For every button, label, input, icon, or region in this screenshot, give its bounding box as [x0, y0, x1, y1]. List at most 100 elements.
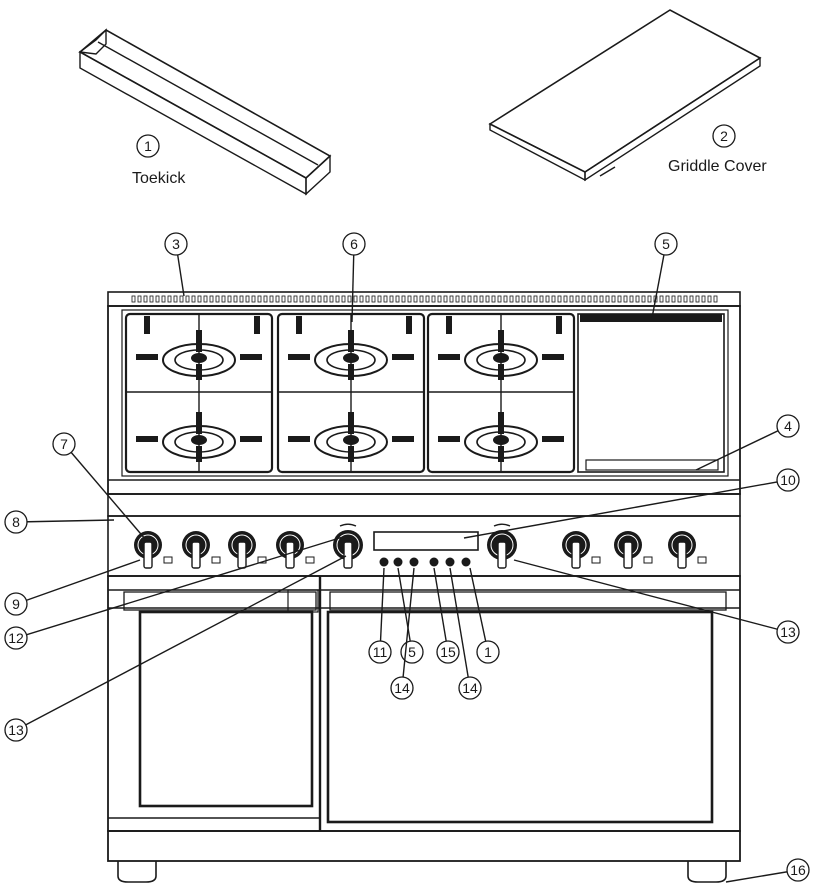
callout-number: 13	[8, 722, 24, 738]
vent-slot	[629, 295, 634, 303]
vent-slot	[533, 295, 538, 303]
vent-slot	[425, 295, 430, 303]
vent-slot	[443, 295, 448, 303]
vent-slot	[143, 295, 148, 303]
vent-slot	[353, 295, 358, 303]
vent-slot	[677, 295, 682, 303]
vent-slot	[605, 295, 610, 303]
vent-slot	[287, 295, 292, 303]
vent-slot	[377, 295, 382, 303]
callout-accessory-2: 2	[712, 124, 736, 148]
control-button	[393, 557, 403, 567]
vent-slot	[611, 295, 616, 303]
vent-slot	[215, 295, 220, 303]
control-knob	[134, 531, 173, 569]
vent-slot	[641, 295, 646, 303]
vent-slot	[323, 295, 328, 303]
control-knob	[333, 523, 363, 569]
vent-slot	[185, 295, 190, 303]
vent-slot	[593, 295, 598, 303]
vent-slot	[437, 295, 442, 303]
vent-slot	[623, 295, 628, 303]
callout: 10	[463, 468, 800, 539]
callout: 3	[164, 232, 188, 297]
vent-slot	[497, 295, 502, 303]
callout: 6	[342, 232, 366, 323]
callout: 8	[4, 510, 115, 534]
vent-slot	[509, 295, 514, 303]
callout-number: 4	[784, 418, 792, 434]
vent-slot	[479, 295, 484, 303]
callout: 9	[4, 559, 141, 616]
burner	[288, 412, 414, 462]
callout-number: 12	[8, 630, 24, 646]
burner-grates	[124, 312, 576, 474]
vent-slot	[599, 295, 604, 303]
callout: 14	[449, 567, 482, 700]
vent-slot	[575, 295, 580, 303]
callout-number: 10	[780, 472, 796, 488]
vent-slot	[671, 295, 676, 303]
vent-slot	[371, 295, 376, 303]
vent-slot	[395, 295, 400, 303]
callout: 15	[433, 567, 460, 664]
control-knob	[182, 531, 221, 569]
burner	[438, 330, 564, 380]
vent-slot	[359, 295, 364, 303]
vent-slot	[293, 295, 298, 303]
callout: 12	[4, 535, 347, 650]
vent-slot	[713, 295, 718, 303]
vent-slot	[557, 295, 562, 303]
vent-slot	[299, 295, 304, 303]
vent-slot	[569, 295, 574, 303]
vent-slot	[683, 295, 688, 303]
vent-slot	[173, 295, 178, 303]
control-knob	[228, 531, 267, 569]
callout: 11	[368, 567, 392, 664]
callout-number: 8	[12, 514, 20, 530]
vent-slot	[707, 295, 712, 303]
callout: 7	[52, 432, 147, 541]
callout: 16	[725, 858, 810, 883]
vent-slot	[563, 295, 568, 303]
burner	[438, 412, 564, 462]
control-button	[461, 557, 471, 567]
callout: 5	[651, 232, 678, 319]
vent-slot	[545, 295, 550, 303]
vent-slot	[341, 295, 346, 303]
vent-slot	[251, 295, 256, 303]
vent-slot	[485, 295, 490, 303]
toekick-label: Toekick	[132, 170, 186, 187]
callout-number: 5	[408, 644, 416, 660]
callout-number: 13	[780, 624, 796, 640]
callout-number: 11	[373, 644, 388, 660]
control-button	[379, 557, 389, 567]
vent-slot	[347, 295, 352, 303]
vent-slot	[449, 295, 454, 303]
vent-slot	[431, 295, 436, 303]
vent-slot	[149, 295, 154, 303]
control-button	[409, 557, 419, 567]
vent-slot	[221, 295, 226, 303]
vent-slot	[167, 295, 172, 303]
vent-slot	[551, 295, 556, 303]
vent-slot	[203, 295, 208, 303]
control-knob	[614, 531, 653, 569]
vent-slot	[413, 295, 418, 303]
callout: 4	[695, 414, 800, 471]
vent-slot	[617, 295, 622, 303]
control-knob	[487, 523, 517, 569]
burner	[136, 330, 262, 380]
vent-slot	[281, 295, 286, 303]
vent-slot	[515, 295, 520, 303]
vent-slot	[587, 295, 592, 303]
callout-number: 16	[790, 862, 806, 878]
control-buttons	[379, 557, 471, 567]
vent-slot	[179, 295, 184, 303]
vent-slot	[401, 295, 406, 303]
vent-slot	[695, 295, 700, 303]
callout: 13	[4, 555, 347, 742]
vent-slot	[689, 295, 694, 303]
vent-slot	[317, 295, 322, 303]
